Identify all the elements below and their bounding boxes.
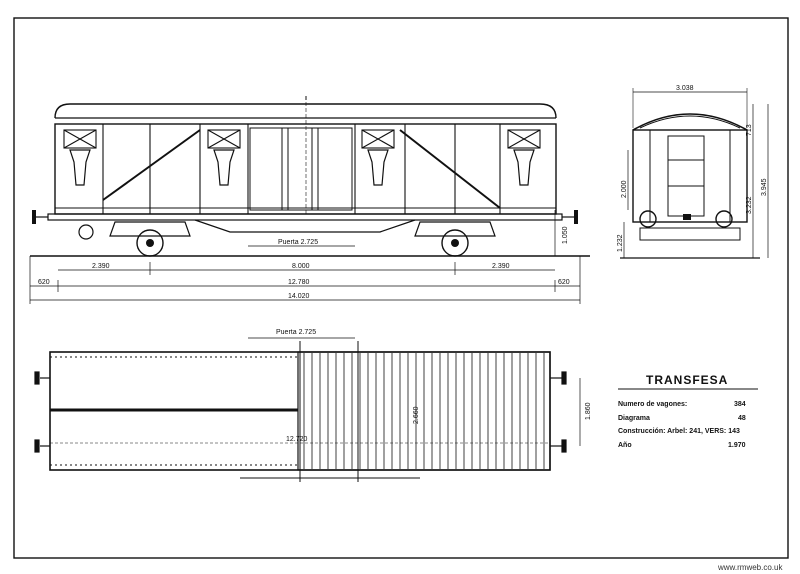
vent-panels: [63, 129, 541, 149]
plan-right-dim: 1.860: [585, 402, 592, 420]
plan-length-label: 12.720: [286, 436, 308, 443]
spec-row-label: Numero de vagones:: [618, 401, 687, 408]
dim-right-overhang: 2.390: [492, 263, 510, 270]
end-body: [632, 129, 748, 223]
side-body: [54, 123, 557, 215]
plan-door-label: Puerta 2.725: [276, 329, 316, 336]
side-height-label: 1.050: [562, 226, 569, 244]
side-elevation: [30, 96, 590, 257]
spec-row-label: Construcción: Arbel: 241, VERS: 143: [618, 428, 740, 435]
side-dimensions: Puerta 2.725 1.050 2.390 8.000 2.390 620…: [29, 96, 581, 304]
spec-row-value: 1.970: [728, 442, 746, 449]
spec-table: TRANSFESA Numero de vagones: 384 Diagram…: [618, 373, 758, 449]
bogie-right: [414, 221, 496, 257]
spec-row-label: Diagrama: [618, 415, 650, 422]
sheet-frame: [13, 17, 789, 559]
end-left-dim: 1.232: [617, 234, 624, 252]
dim-body-length: 12.780: [288, 279, 310, 286]
dim-total-length: 14.020: [288, 293, 310, 300]
plan-view: Puerta 2.725 12.720 2.660 1.860: [34, 329, 592, 482]
side-roof: [54, 103, 557, 119]
side-door-label: Puerta 2.725: [278, 239, 318, 246]
spec-row-value: 48: [738, 415, 746, 422]
end-total-dim: 3.945: [761, 178, 768, 196]
end-view: 3.038 1.232 2.000 713 3.232 3.945: [617, 85, 769, 259]
end-width-label: 3.038: [676, 85, 694, 92]
spec-row-value: 384: [734, 401, 746, 408]
latch-handles: [69, 149, 535, 186]
bogie-left: [109, 221, 191, 257]
dim-left-buffer: 620: [38, 279, 50, 286]
end-body-dim: 3.232: [746, 196, 753, 214]
spec-title: TRANSFESA: [646, 373, 728, 387]
end-door-height: 2.000: [621, 180, 628, 198]
plan-width-label: 2.660: [413, 406, 420, 424]
side-door: [249, 96, 353, 214]
spec-row-label: Año: [618, 442, 632, 449]
plan-roof-section: [297, 351, 551, 471]
plan-buffers: [34, 371, 567, 453]
dim-right-buffer: 620: [558, 279, 570, 286]
end-roof: [632, 113, 748, 131]
dim-bogie-centers: 8.000: [292, 263, 310, 270]
handbrake-wheel: [78, 224, 94, 240]
end-roof-dim: 713: [746, 124, 753, 136]
dim-left-overhang: 2.390: [92, 263, 110, 270]
credit-text: www.rmweb.co.uk: [717, 563, 783, 572]
plan-roof-slats: [303, 353, 545, 469]
